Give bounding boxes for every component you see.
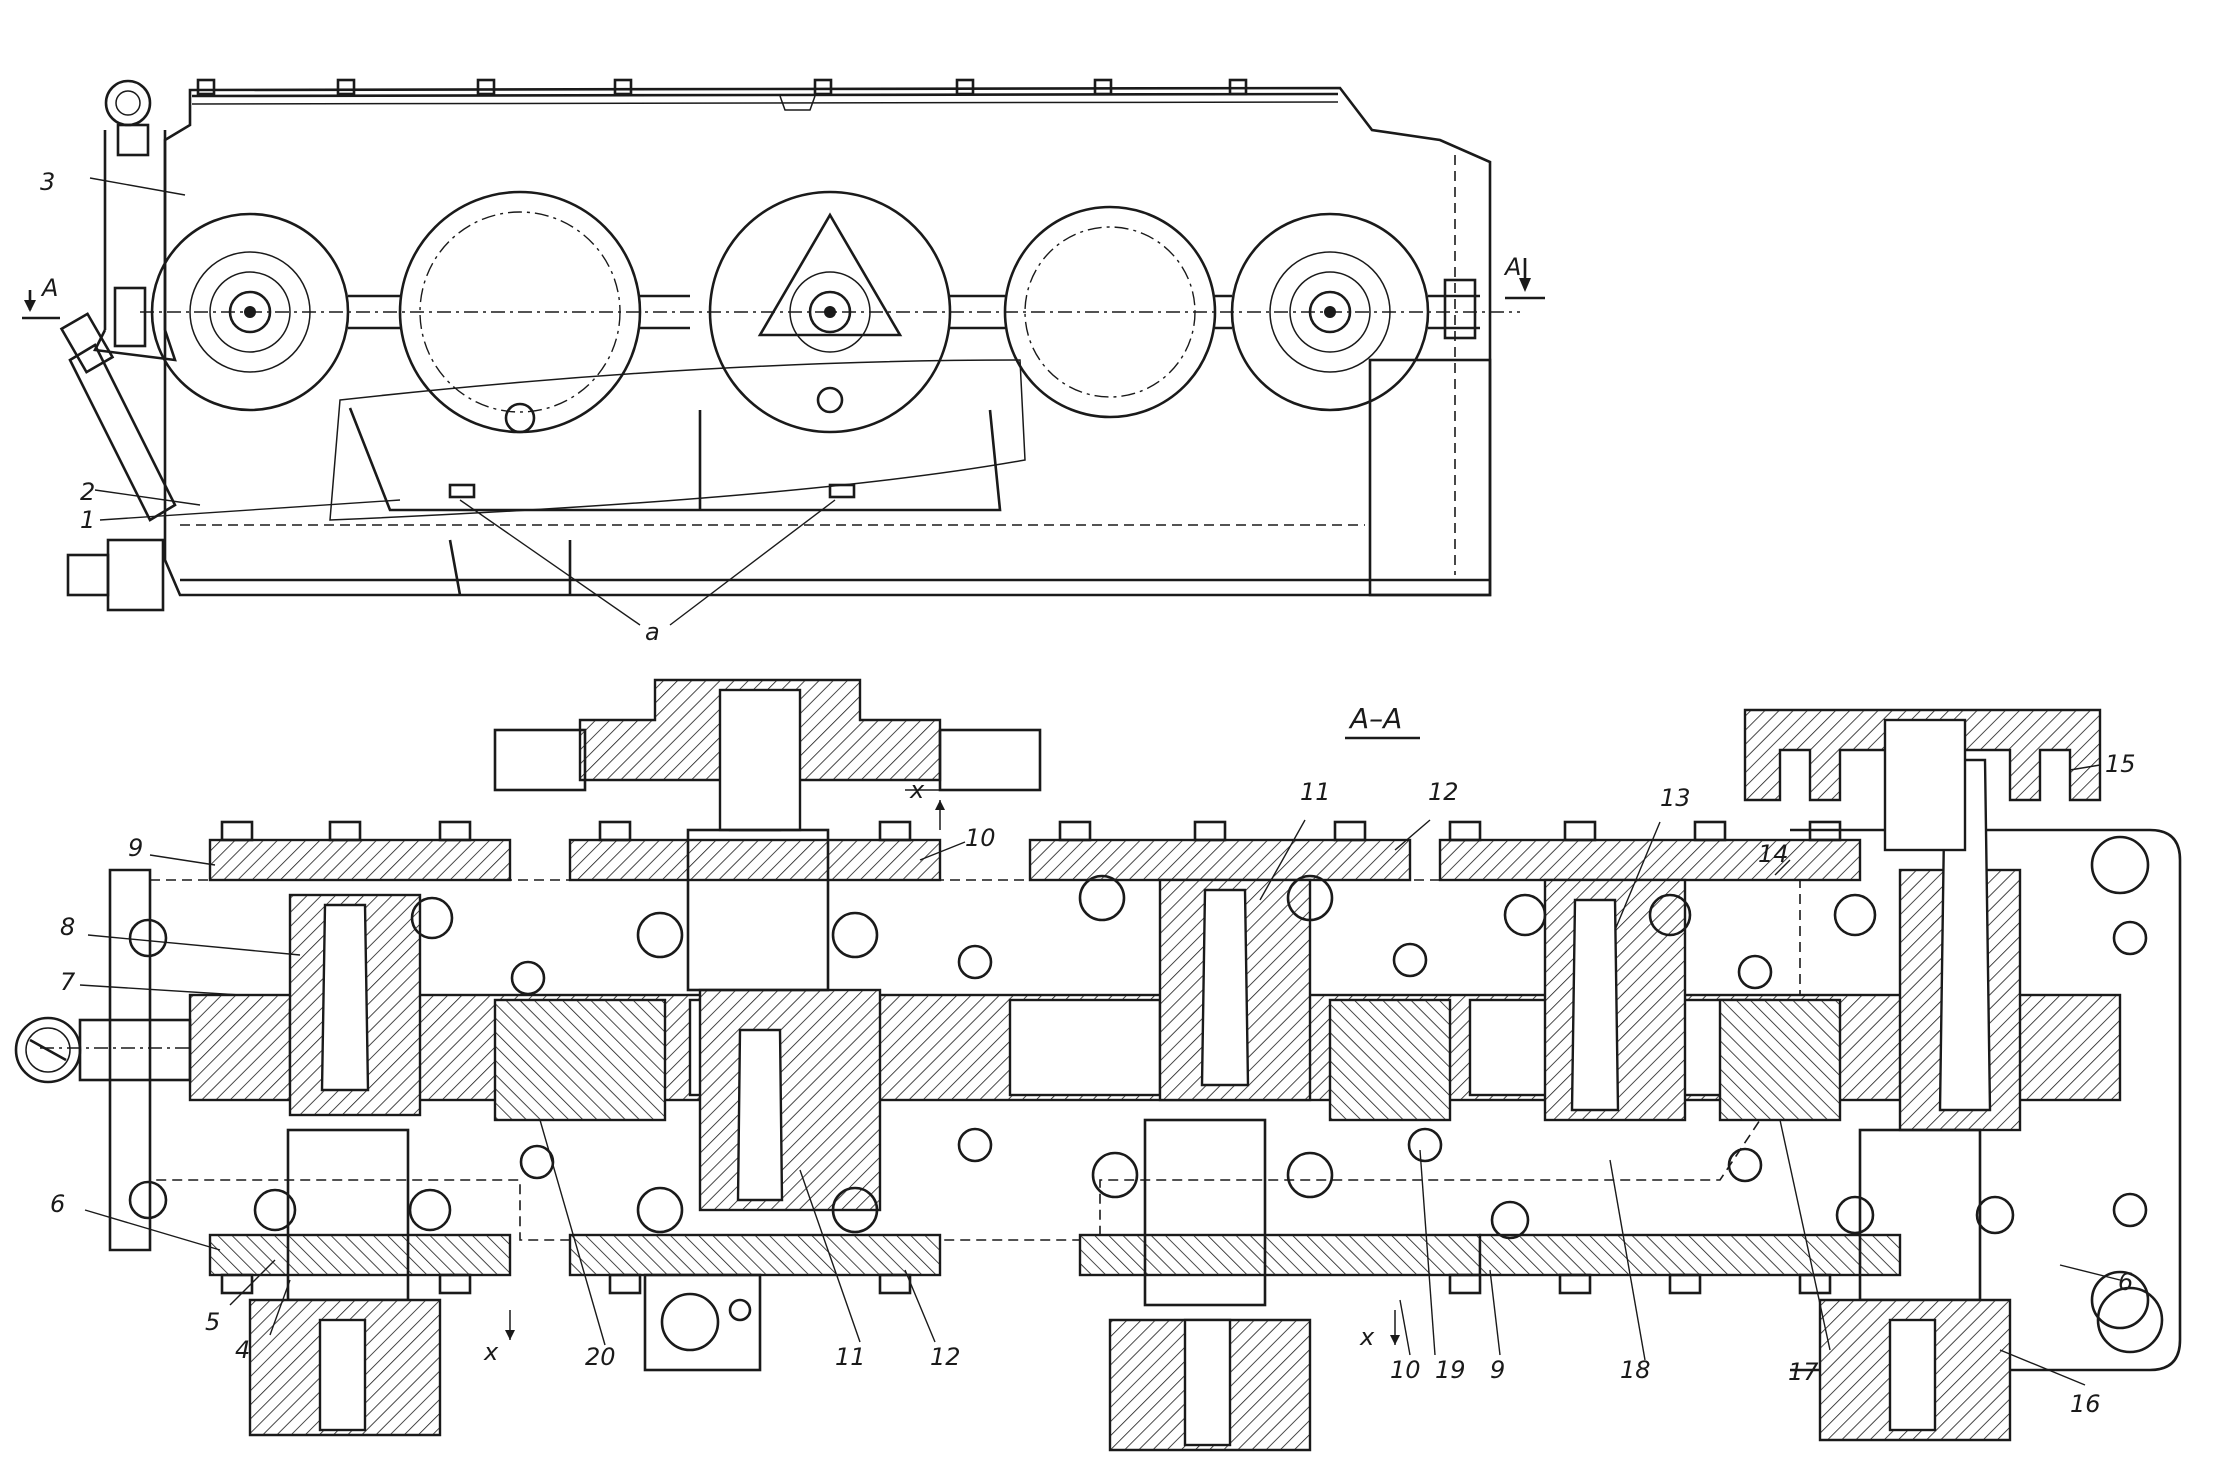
label-part-7: 7 xyxy=(60,968,76,996)
label-part-11-bottom: 11 xyxy=(835,1343,866,1371)
bearing-cover-3 xyxy=(708,190,952,434)
label-part-3: 3 xyxy=(40,168,55,196)
right-mounting-lug xyxy=(2096,1286,2164,1354)
bearing-cover-2 xyxy=(398,190,642,434)
gap-label-top: x xyxy=(909,776,925,804)
lower-coupling xyxy=(1108,1118,1312,1452)
label-part-11-top: 11 xyxy=(1300,778,1331,806)
right-bottom-coupling xyxy=(1818,1128,2012,1442)
label-part-12-bottom: 12 xyxy=(930,1343,961,1371)
drain-stud-right xyxy=(828,483,856,499)
leader-lines xyxy=(79,764,2121,1386)
lifting-eye xyxy=(104,79,152,157)
label-part-1: 1 xyxy=(80,506,95,534)
housing-bolt-holes xyxy=(128,835,2150,1330)
upper-coupling xyxy=(493,678,1042,992)
label-part-18: 18 xyxy=(1620,1356,1651,1384)
label-part-5: 5 xyxy=(205,1308,220,1336)
bearing-cover-5 xyxy=(1230,212,1430,412)
label-part-16: 16 xyxy=(2070,1390,2101,1418)
label-part-20: 20 xyxy=(585,1343,616,1371)
label-part-10-top: 10 xyxy=(965,824,996,852)
label-part-10-bottom: 10 xyxy=(1390,1356,1421,1384)
section-arrow-left xyxy=(22,290,60,320)
bearing-housings-top xyxy=(208,838,1862,882)
section-title: А–А xyxy=(1348,702,1402,735)
labels: 3 2 1 a А А А–А 9 8 7 6 5 4 10 11 12 13 … xyxy=(40,168,2136,1418)
v-belt-pulley xyxy=(1743,708,2102,852)
lower-mounting-lug xyxy=(643,1273,762,1372)
left-bottom-coupling xyxy=(248,1128,442,1437)
label-part-4: 4 xyxy=(235,1336,250,1364)
housing-right-end xyxy=(1790,828,2182,1372)
section-mark-right: А xyxy=(1503,253,1521,281)
gearbox-top-view xyxy=(22,78,1545,626)
gap-mark-top xyxy=(905,789,945,830)
bearing-cover-1 xyxy=(150,212,350,412)
bearing-housings-bottom xyxy=(208,1233,1902,1277)
label-part-17: 17 xyxy=(1788,1358,1819,1386)
cover-flange xyxy=(191,92,1339,98)
label-part-13: 13 xyxy=(1660,784,1691,812)
label-part-8: 8 xyxy=(60,913,75,941)
cutaway-edge xyxy=(329,359,1026,521)
label-part-9-bottom: 9 xyxy=(1490,1356,1505,1384)
section-mark-left: А xyxy=(40,274,58,302)
label-part-12-top: 12 xyxy=(1428,778,1459,806)
support-foot xyxy=(1368,358,1492,597)
label-ref-a: a xyxy=(645,618,660,646)
gearbox-section-view xyxy=(14,678,2182,1452)
label-part-9-left: 9 xyxy=(128,834,143,862)
top-bolts xyxy=(220,820,1842,842)
shaft-bores xyxy=(320,758,1992,1202)
label-part-2: 2 xyxy=(80,478,95,506)
label-part-15: 15 xyxy=(2105,750,2136,778)
left-end-cap xyxy=(14,1016,192,1084)
drain-stud-left xyxy=(448,483,476,499)
gap-label-bottom-right: x xyxy=(1359,1323,1375,1351)
oil-trough xyxy=(348,407,1002,512)
label-part-6-left: 6 xyxy=(50,1190,65,1218)
drain-plug xyxy=(66,538,165,612)
label-part-19: 19 xyxy=(1435,1356,1466,1384)
rolling-bearings xyxy=(253,874,2015,1240)
gap-label-bottom-left: x xyxy=(483,1338,499,1366)
cover-bolts xyxy=(196,78,1248,96)
label-part-14: 14 xyxy=(1758,840,1789,868)
bearing-cover-4 xyxy=(1003,205,1217,419)
section-arrow-right xyxy=(1505,258,1545,300)
bottom-bolts xyxy=(220,1273,1832,1295)
label-part-6-right: 6 xyxy=(2118,1268,2133,1296)
oil-dipstick xyxy=(59,312,177,522)
gap-mark-bottom-left xyxy=(505,1310,515,1340)
gap-mark-bottom-right xyxy=(1390,1310,1400,1345)
